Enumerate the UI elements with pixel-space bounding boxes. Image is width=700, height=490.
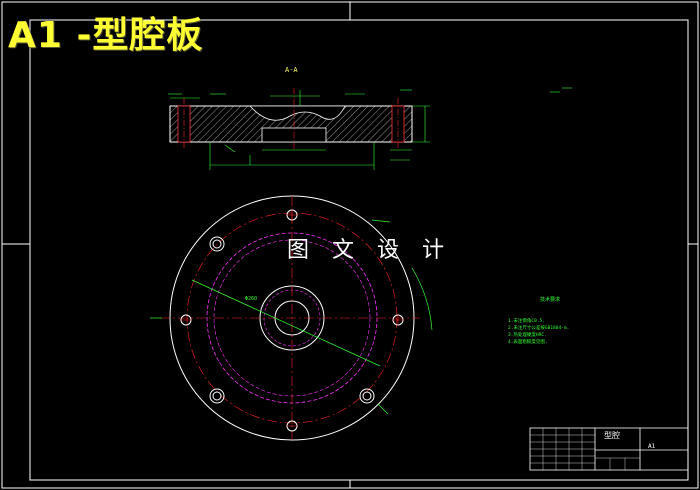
title-block-name: 型腔 [604,431,620,440]
plan-view: Φ260 [150,195,433,442]
tech-requirement-line: 3.热处理硬度HRC. [508,333,547,338]
svg-text:Φ260: Φ260 [245,296,257,302]
section-label: A-A [285,66,298,74]
tech-requirement-line: 4.表面粗糙度见图. [508,340,548,345]
tech-requirement-line: 2.未注尺寸公差按GB1804-m. [508,326,570,331]
cavity-profile [249,105,346,121]
title-block-code: A1 [648,443,656,450]
drawing-title: A1 -型腔板 [8,15,204,56]
tech-requirement-line: 1.未注倒角C0.5. [508,319,545,324]
watermark-text: 图 文 设 计 [287,238,452,263]
section-view [168,87,572,170]
title-block [529,427,689,471]
tech-requirements-title: 技术要求 [540,297,561,303]
